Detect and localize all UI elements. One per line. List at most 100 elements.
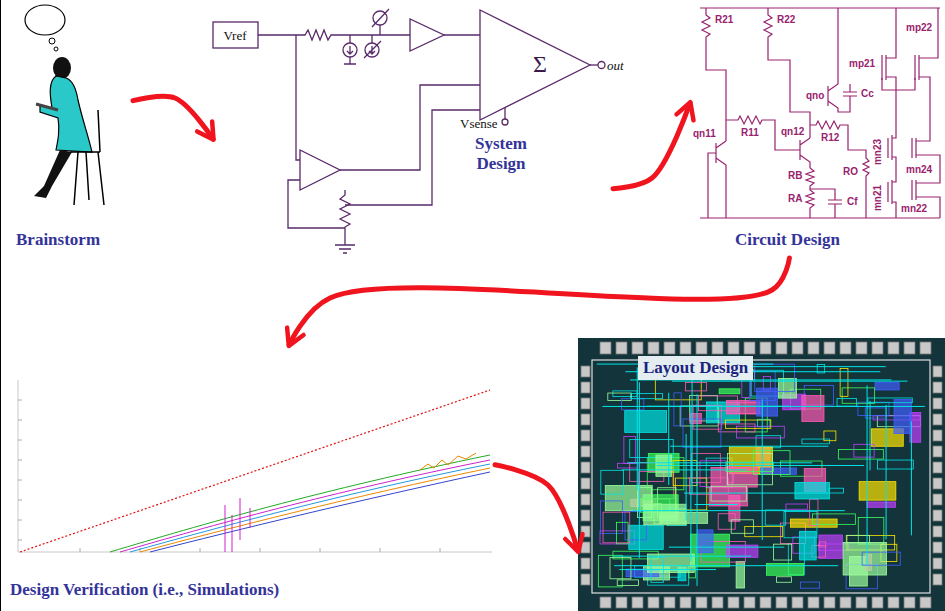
layout-cell: [812, 514, 855, 524]
metal-route: [622, 469, 747, 470]
layout-cell: [868, 398, 912, 403]
layout-cell: [731, 520, 753, 533]
pin-name: out: [607, 58, 624, 73]
layout-cell: [616, 522, 628, 543]
layout-cell: [854, 444, 874, 457]
bond-pad: [744, 597, 755, 608]
layout-cell: [690, 413, 702, 423]
summing-symbol: Σ: [533, 51, 547, 77]
layout-cell: [776, 577, 791, 583]
layout-cell: [674, 393, 681, 426]
layout-cell: [838, 450, 883, 459]
layout-cell: [819, 535, 842, 558]
component-label: mp22: [905, 22, 933, 34]
layout-cell: [725, 420, 770, 428]
bond-pad: [581, 398, 590, 409]
component-label: mp21: [848, 58, 876, 70]
layout-cell: [622, 399, 644, 410]
bond-pad: [792, 342, 803, 354]
bond-pad: [840, 597, 851, 608]
metal-route: [870, 401, 871, 470]
layout-cell: [617, 580, 638, 586]
flow-arrow: [289, 258, 789, 345]
person-figure: [25, 5, 104, 205]
bond-pad: [680, 342, 691, 354]
layout-cell: [631, 394, 663, 399]
layout-cell: [802, 396, 824, 422]
bond-pad: [696, 597, 707, 608]
metal-route: [694, 504, 737, 505]
bond-pad: [840, 342, 851, 354]
bond-pad: [872, 597, 883, 608]
layout-cell: [865, 408, 886, 418]
bond-pad: [744, 342, 755, 354]
layout-cell: [683, 419, 721, 447]
bond-pad: [581, 446, 590, 457]
bond-pad: [808, 597, 819, 608]
bond-pad: [920, 597, 931, 608]
bond-pad: [581, 542, 590, 553]
layout-cell: [686, 382, 707, 390]
metal-route: [697, 394, 698, 586]
stage-caption: Layout Design: [638, 356, 753, 380]
metal-route: [639, 382, 640, 558]
layout-cell: [761, 468, 797, 474]
component-label: Cf: [846, 196, 859, 208]
layout-cell: [837, 398, 856, 406]
layout-cell: [877, 460, 913, 469]
bond-pad: [933, 446, 942, 457]
metal-route: [867, 385, 868, 565]
layout-cell: [757, 388, 778, 416]
component-label: qn12: [780, 126, 805, 138]
circuit-schematic: [700, 8, 940, 218]
metal-route: [686, 434, 687, 520]
metal-route: [672, 381, 907, 382]
bond-pad: [648, 342, 659, 354]
bond-pad: [760, 342, 771, 354]
bond-pad: [581, 558, 590, 569]
layout-cell: [608, 393, 631, 400]
bond-pad: [728, 342, 739, 354]
bond-pad: [933, 526, 942, 537]
bond-pad: [581, 462, 590, 473]
block-diagram: [213, 9, 605, 253]
bond-pad: [933, 558, 942, 569]
layout-cell: [728, 453, 773, 484]
layout-cell: [755, 364, 795, 391]
metal-route: [614, 565, 838, 566]
bond-pad: [872, 342, 883, 354]
component-label: RO: [842, 166, 859, 178]
stage-caption: System Design: [462, 134, 540, 174]
bond-pad: [581, 414, 590, 425]
bond-pad: [808, 342, 819, 354]
layout-cell: [601, 470, 624, 494]
layout-cell: [726, 400, 759, 414]
bond-pad: [933, 510, 942, 521]
chip-layout: [578, 338, 945, 611]
bond-pad: [856, 597, 867, 608]
metal-route: [633, 510, 845, 511]
bond-pad: [581, 494, 590, 505]
component-label: mn21: [872, 184, 884, 212]
layout-cell: [697, 530, 713, 553]
layout-cell: [858, 402, 889, 415]
bond-pad: [632, 342, 643, 354]
metal-route: [602, 406, 924, 407]
layout-cell: [800, 531, 817, 560]
metal-route: [613, 556, 751, 557]
metal-route: [886, 405, 887, 539]
bond-pad: [933, 366, 942, 377]
bond-pad: [904, 342, 915, 354]
stage-caption: Design Verification (i.e., Simulations): [10, 580, 279, 600]
stage-panel: System Design: [213, 0, 613, 262]
layout-cell: [810, 499, 818, 526]
layout-cell: [673, 461, 697, 486]
metal-route: [637, 367, 638, 490]
component-label: R12: [820, 132, 840, 144]
simulation-plot: [18, 380, 492, 552]
metal-route: [684, 493, 828, 494]
layout-cell: [843, 542, 886, 575]
layout-cell: [862, 552, 900, 565]
